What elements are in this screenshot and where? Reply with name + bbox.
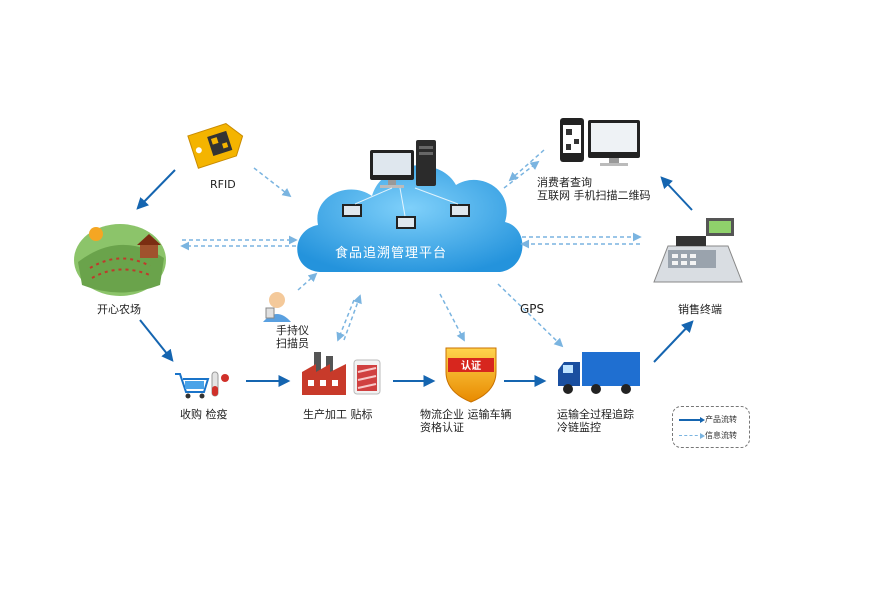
processing-label: 生产加工 贴标 xyxy=(303,408,373,421)
dashed-arrow-icon xyxy=(679,432,705,439)
consumer-label-line2: 互联网 手机扫描二维码 xyxy=(537,189,651,202)
rfid-label: RFID xyxy=(210,178,236,191)
gps-label: GPS xyxy=(520,302,545,316)
shopping-cart-icon xyxy=(175,373,210,399)
cash-register-icon xyxy=(653,218,743,283)
legend-product-flow-label: 产品流转 xyxy=(705,415,737,424)
factory-icon xyxy=(302,352,346,395)
logistics-label-line2: 资格认证 xyxy=(420,421,464,434)
purchase-label: 收购 检疫 xyxy=(180,408,228,421)
server-icon xyxy=(416,140,436,186)
certification-shield-icon xyxy=(445,347,497,403)
inspection-tubes-icon xyxy=(211,371,229,397)
truck-icon xyxy=(558,352,640,394)
scanner-label-line2: 扫描员 xyxy=(276,337,309,350)
monitor-icon xyxy=(370,150,414,188)
rfid-tag-icon xyxy=(187,123,244,169)
scanner-label-line1: 手持仪 xyxy=(276,324,309,337)
logistics-label-line1: 物流企业 运输车辆 xyxy=(420,408,512,421)
cloud-node-left-icon xyxy=(342,204,362,217)
legend-info-flow: 信息流转 xyxy=(679,430,737,441)
cloud-node-right-icon xyxy=(450,204,470,217)
legend: 产品流转 信息流转 xyxy=(672,406,750,448)
scanner-person-icon xyxy=(263,292,291,322)
solid-arrow-icon xyxy=(679,416,705,423)
legend-info-flow-label: 信息流转 xyxy=(705,431,737,440)
consumer-monitor-icon xyxy=(588,120,640,166)
legend-product-flow: 产品流转 xyxy=(679,414,737,425)
cloud-links xyxy=(354,187,459,217)
cert-badge-text: 认证 xyxy=(461,359,481,372)
consumer-label-line1: 消费者查询 xyxy=(537,176,592,189)
cloud-node-mid-icon xyxy=(396,216,416,229)
platform-title: 食品追溯管理平台 xyxy=(335,246,448,261)
transport-label-line2: 冷链监控 xyxy=(557,421,601,434)
meat-package-icon xyxy=(353,359,381,395)
info-flow-arrows xyxy=(180,149,642,348)
retail-label: 销售终端 xyxy=(678,303,722,316)
product-flow-arrows xyxy=(136,169,694,387)
farm-label: 开心农场 xyxy=(97,303,141,316)
transport-label-line1: 运输全过程追踪 xyxy=(557,408,634,421)
phone-qr-icon xyxy=(560,118,584,162)
farm-icon xyxy=(74,224,166,296)
